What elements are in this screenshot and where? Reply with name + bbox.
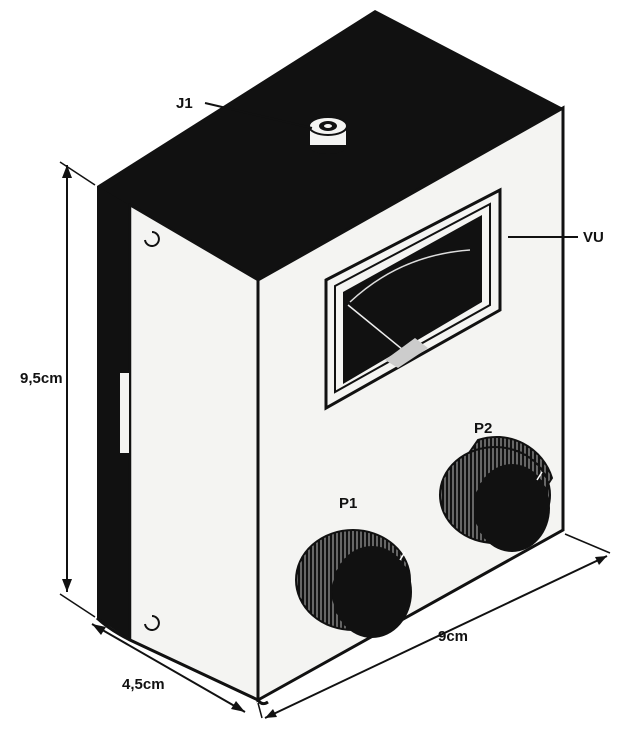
- dimension-height: [59, 161, 96, 618]
- label-depth: 4,5cm: [122, 676, 165, 693]
- label-j1: J1: [176, 95, 193, 112]
- vu-meter-pivot: [385, 338, 428, 368]
- label-p1: P1: [339, 495, 357, 512]
- vu-meter-scale: [349, 249, 471, 303]
- jack-j1: [308, 116, 348, 154]
- knob-p2: [438, 435, 554, 552]
- enclosure-bottom-edge: [95, 616, 269, 706]
- vu-meter-inner-frame: [334, 202, 491, 394]
- vu-meter: [324, 187, 502, 411]
- screw-bottom-icon: [144, 615, 160, 631]
- label-height: 9,5cm: [20, 370, 63, 387]
- leader-j1: [204, 102, 313, 129]
- screw-top-icon: [144, 231, 160, 247]
- enclosure-left-edge: [97, 186, 108, 626]
- dimension-depth: [91, 623, 246, 713]
- dimension-width: [257, 533, 611, 719]
- label-p2: P2: [474, 420, 492, 437]
- vu-meter-glass: [343, 215, 482, 384]
- knob-p1: [295, 529, 412, 638]
- label-vu: VU: [583, 229, 604, 246]
- label-width: 9cm: [438, 628, 468, 645]
- side-slot: [118, 371, 131, 455]
- vu-meter-needle: [347, 304, 409, 355]
- enclosure-end-panel: [128, 202, 260, 702]
